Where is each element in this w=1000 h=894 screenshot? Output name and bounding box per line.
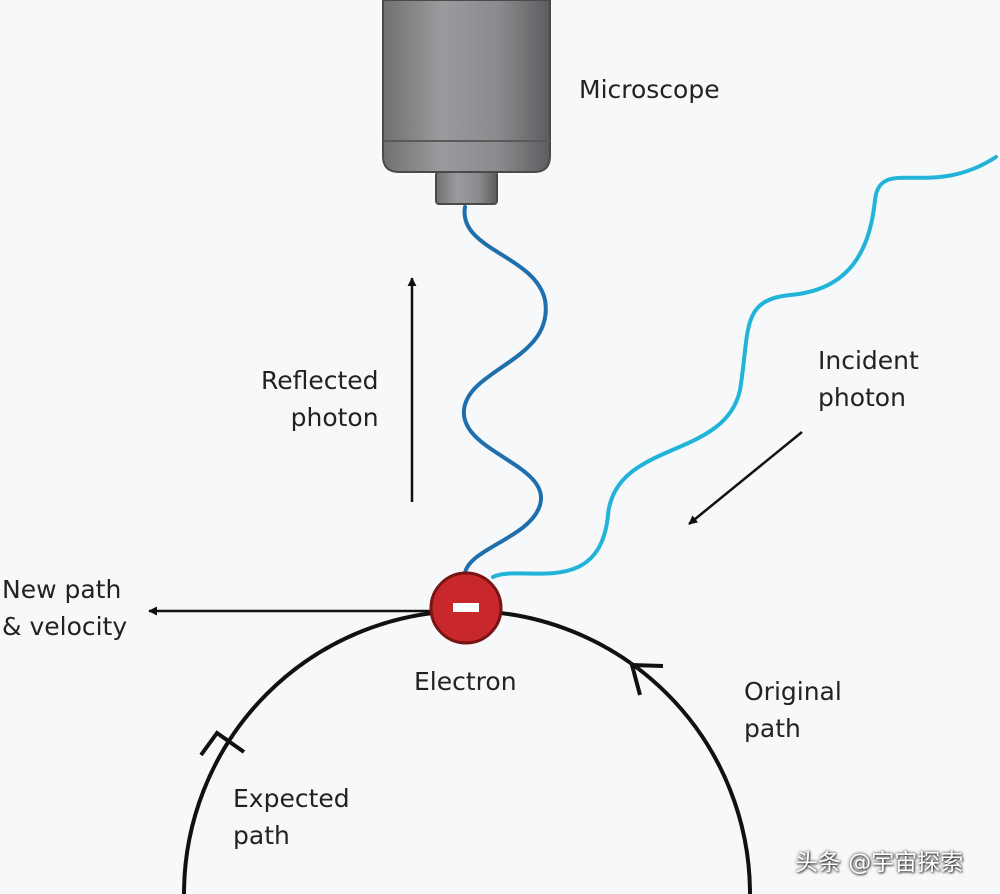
expected-path-label-line-2: path [233,821,290,850]
microscope-icon [382,0,551,205]
reflected-photon-label-line-1: Reflected [261,366,379,395]
watermark: 头条 @宇宙探索 [795,850,964,876]
electron [429,571,503,645]
expected-path-label: Expected path [233,780,350,854]
new-path-label: New path & velocity [2,571,127,645]
incident-photon-label-line-2: photon [818,383,906,412]
new-path-label-line-1: New path [2,575,122,604]
incident-photon-wave [491,155,998,579]
reflected-photon-label-line-2: photon [290,403,379,432]
incident-photon-label: Incident photon [818,342,919,416]
reflected-photon-label: Reflected photon [261,362,379,436]
new-path-label-line-2: & velocity [2,612,128,641]
reflected-photon-wave [461,205,548,575]
original-path-chevron-icon [629,662,664,696]
original-path-label-line-1: Original [744,677,842,706]
expected-path-chevron-icon [199,730,246,757]
minus-sign-icon [453,603,479,612]
original-path-label: Original path [744,673,842,747]
incident-photon-label-line-1: Incident [818,346,919,375]
expected-path-label-line-1: Expected [233,784,350,813]
incident-photon-arrow [688,431,803,525]
electron-label: Electron [414,667,517,696]
microscope-label: Microscope [579,75,720,104]
original-path-label-line-2: path [744,714,801,743]
